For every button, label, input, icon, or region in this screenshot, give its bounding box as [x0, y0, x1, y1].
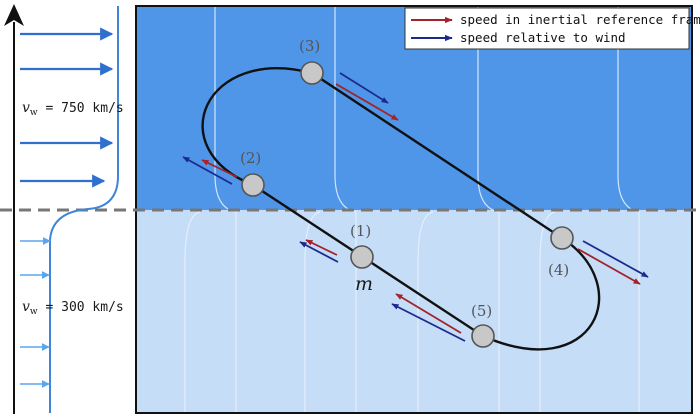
fast-wind-arrows — [20, 27, 114, 188]
axis-arrow-icon — [4, 4, 24, 26]
velocity-arrows — [182, 72, 649, 342]
orbit-node-2 — [241, 173, 265, 197]
node-label-5: (5) — [471, 302, 492, 320]
slow-wind-label: vw = 300 km/s — [22, 299, 124, 317]
legend-wind-label: speed relative to wind — [460, 30, 626, 45]
wind-profile-curve — [49, 6, 119, 413]
node-label-3: (3) — [299, 37, 320, 55]
node-label-1: (1) — [350, 222, 371, 240]
orbit-node-3 — [300, 61, 324, 85]
node-label-4: (4) — [548, 261, 569, 279]
orbit-node-5 — [471, 324, 495, 348]
legend: speed in inertial reference frame speed … — [404, 7, 700, 50]
slow-wind-arrows — [20, 237, 51, 388]
legend-inertial-label: speed in inertial reference frame — [460, 12, 700, 27]
orbit-node-4 — [550, 226, 574, 250]
node-label-2: (2) — [240, 149, 261, 167]
mass-label: m — [355, 273, 373, 295]
orbit-node-1 — [350, 245, 374, 269]
fast-wind-label: vw = 750 km/s — [22, 100, 124, 118]
slow-wind-region — [136, 210, 692, 413]
